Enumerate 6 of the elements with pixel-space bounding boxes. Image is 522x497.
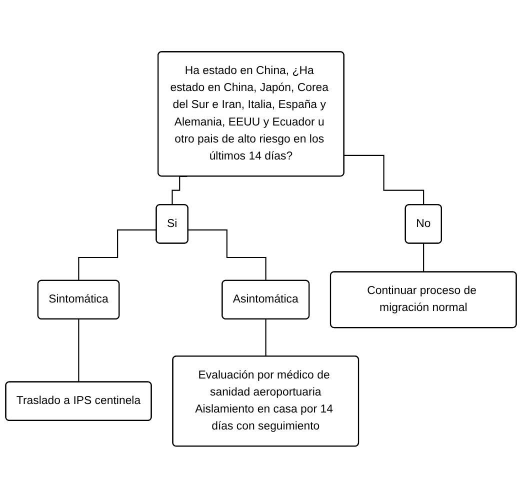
connector: [78, 228, 157, 281]
connector: [188, 228, 267, 281]
connector: [78, 318, 80, 382]
connector: [265, 318, 266, 357]
connector: [423, 242, 424, 272]
connector: [344, 154, 424, 206]
